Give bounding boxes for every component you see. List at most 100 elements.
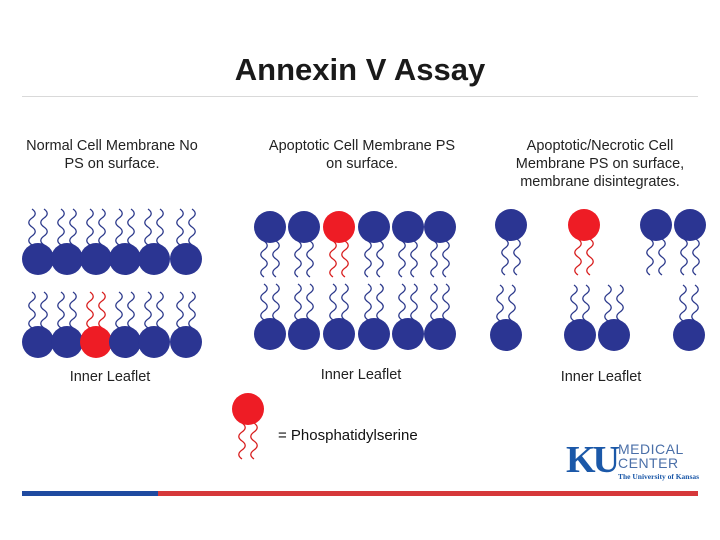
phospholipid-inner-necrotic-tail xyxy=(497,285,503,321)
phospholipid-inner-apoptotic-head xyxy=(424,318,456,350)
phospholipid-outer-normal-tail xyxy=(41,209,47,245)
phospholipid-inner-necrotic-head xyxy=(598,319,630,351)
phospholipid-outer-necrotic-tail xyxy=(681,239,687,275)
phospholipid-inner-apoptotic-tail xyxy=(273,284,279,320)
phospholipid-inner-apoptotic-head xyxy=(358,318,390,350)
phospholipid-inner-necrotic-tail xyxy=(605,285,611,321)
phospholipid-outer-apoptotic-tail xyxy=(342,241,348,277)
phospholipid-inner-necrotic-tail xyxy=(680,285,686,321)
phospholipid-inner-normal-tail xyxy=(70,292,76,328)
phospholipid-outer-normal-tail xyxy=(70,209,76,245)
phospholipid-inner-necrotic-head xyxy=(490,319,522,351)
phospholipid-outer-apoptotic-tail xyxy=(307,241,313,277)
phospholipid-outer-apoptotic-tail xyxy=(411,241,417,277)
phospholipid-outer-apoptotic-tail xyxy=(273,241,279,277)
phospholipid-inner-normal-head xyxy=(170,326,202,358)
phospholipid-inner-normal-tail xyxy=(177,292,183,328)
phospholipid-inner-apoptotic-head xyxy=(254,318,286,350)
phospholipid-inner-normal-tail xyxy=(116,292,122,328)
phospholipid-outer-normal-head xyxy=(170,243,202,275)
phospholipid-inner-necrotic-tail xyxy=(571,285,577,321)
phospholipid-inner-normal-tail xyxy=(145,292,151,328)
phospholipid-inner-apoptotic-tail xyxy=(342,284,348,320)
ku-medical-center-logo: KU MEDICAL CENTER The University of Kans… xyxy=(566,440,696,486)
logo-center-line: CENTER xyxy=(618,456,684,470)
phospholipid-outer-necrotic-head xyxy=(495,209,527,241)
phospholipid-outer-apoptotic-head xyxy=(254,211,286,243)
phospholipid-inner-normal-head xyxy=(138,326,170,358)
phospholipid-inner-normal-tail xyxy=(41,292,47,328)
phospholipid-outer-apoptotic-head xyxy=(323,211,355,243)
phospholipid-inner-apoptotic-head xyxy=(392,318,424,350)
phospholipid-outer-normal-head xyxy=(22,243,54,275)
phospholipid-outer-necrotic-tail xyxy=(502,239,508,275)
phospholipid-outer-apoptotic-tail xyxy=(365,241,371,277)
phospholipid-outer-apoptotic-tail xyxy=(431,241,437,277)
phospholipid-inner-normal-tail xyxy=(29,292,35,328)
phospholipid-outer-normal-tail xyxy=(87,209,93,245)
phospholipid-outer-normal-head xyxy=(51,243,83,275)
phospholipid-outer-normal-tail xyxy=(177,209,183,245)
phospholipid-inner-necrotic-tail xyxy=(509,285,515,321)
phospholipid-inner-necrotic-head xyxy=(564,319,596,351)
phospholipid-inner-apoptotic-tail xyxy=(295,284,301,320)
phospholipid-outer-apoptotic-head xyxy=(392,211,424,243)
phospholipid-inner-apoptotic-tail xyxy=(431,284,437,320)
inner-leaflet-label-normal: Inner Leaflet xyxy=(40,369,180,385)
legend-text: = Phosphatidylserine xyxy=(278,427,418,444)
phospholipid-outer-normal-head xyxy=(138,243,170,275)
phospholipid-inner-apoptotic-tail xyxy=(399,284,405,320)
phospholipid-inner-normal-tail xyxy=(58,292,64,328)
phospholipid-outer-necrotic-tail xyxy=(659,239,665,275)
inner-leaflet-label-necrotic: Inner Leaflet xyxy=(531,369,671,385)
phospholipid-outer-apoptotic-tail xyxy=(295,241,301,277)
footer-bar-red xyxy=(158,491,698,496)
legend-phosphatidylserine-tail xyxy=(251,423,257,459)
phospholipid-inner-normal-tail xyxy=(128,292,134,328)
phospholipid-inner-normal-tail xyxy=(87,292,93,328)
logo-ku-letters: KU xyxy=(566,440,617,480)
phospholipid-inner-necrotic-head xyxy=(673,319,705,351)
phospholipid-outer-apoptotic-tail xyxy=(377,241,383,277)
phospholipid-inner-normal-tail xyxy=(99,292,105,328)
phospholipid-inner-normal-head xyxy=(109,326,141,358)
phospholipid-outer-necrotic-tail xyxy=(647,239,653,275)
logo-university: The University of Kansas xyxy=(618,472,699,481)
phospholipid-outer-necrotic-head xyxy=(568,209,600,241)
phospholipid-outer-normal-tail xyxy=(116,209,122,245)
phospholipid-inner-necrotic-tail xyxy=(583,285,589,321)
phospholipid-outer-necrotic-tail xyxy=(693,239,699,275)
legend-phosphatidylserine-tail xyxy=(239,423,245,459)
phospholipid-outer-normal-tail xyxy=(189,209,195,245)
phospholipid-inner-necrotic-tail xyxy=(692,285,698,321)
phospholipid-outer-normal-tail xyxy=(29,209,35,245)
phospholipid-inner-normal-head xyxy=(22,326,54,358)
legend-phosphatidylserine-head xyxy=(232,393,264,425)
phospholipid-outer-normal-tail xyxy=(128,209,134,245)
phospholipid-outer-normal-tail xyxy=(58,209,64,245)
phospholipid-outer-normal-head xyxy=(109,243,141,275)
phospholipid-outer-normal-tail xyxy=(157,209,163,245)
phospholipid-inner-necrotic-tail xyxy=(617,285,623,321)
phospholipid-inner-apoptotic-tail xyxy=(365,284,371,320)
phospholipid-outer-normal-head xyxy=(80,243,112,275)
phospholipid-inner-apoptotic-tail xyxy=(443,284,449,320)
phospholipid-inner-normal-tail xyxy=(189,292,195,328)
phospholipid-inner-normal-tail xyxy=(157,292,163,328)
phospholipid-outer-necrotic-tail xyxy=(575,239,581,275)
logo-medical-center: MEDICAL CENTER xyxy=(618,442,684,470)
phospholipid-inner-apoptotic-head xyxy=(288,318,320,350)
phospholipid-inner-normal-head xyxy=(51,326,83,358)
phospholipid-outer-necrotic-head xyxy=(674,209,706,241)
phospholipid-outer-apoptotic-tail xyxy=(443,241,449,277)
phospholipid-outer-apoptotic-tail xyxy=(330,241,336,277)
phospholipid-outer-necrotic-tail xyxy=(514,239,520,275)
phospholipid-outer-normal-tail xyxy=(145,209,151,245)
phospholipid-outer-apoptotic-tail xyxy=(399,241,405,277)
phospholipid-inner-normal-head xyxy=(80,326,112,358)
phospholipid-outer-apoptotic-head xyxy=(424,211,456,243)
phospholipid-inner-apoptotic-tail xyxy=(411,284,417,320)
footer-bar-blue xyxy=(22,491,158,496)
phospholipid-inner-apoptotic-tail xyxy=(330,284,336,320)
